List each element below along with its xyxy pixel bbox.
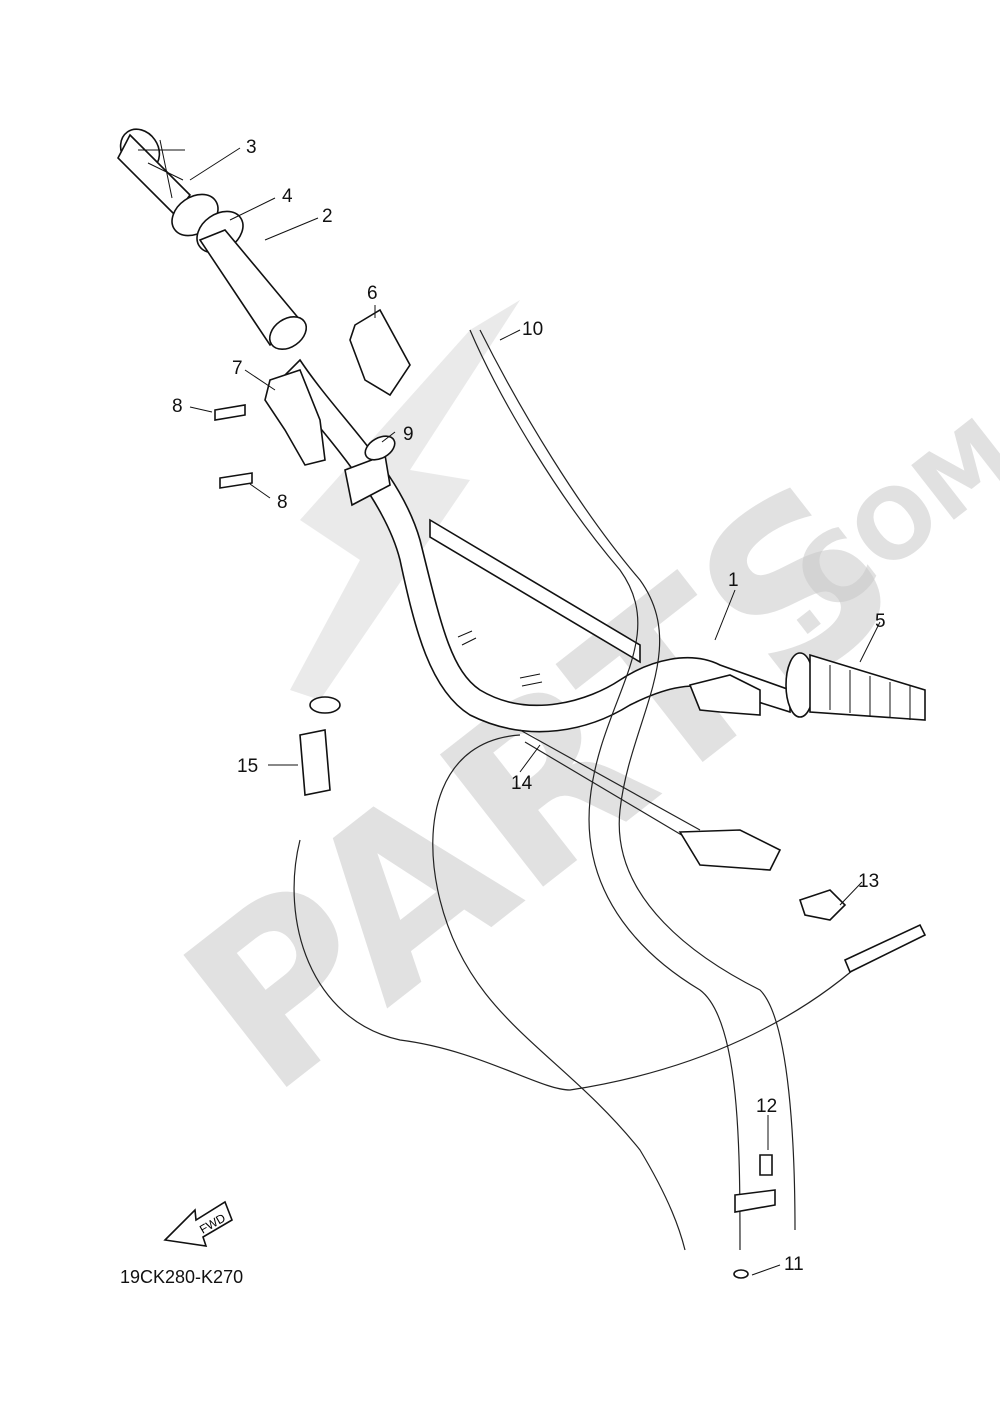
callout-8-upper: 8 — [172, 396, 183, 417]
callout-10: 10 — [522, 319, 543, 340]
callout-labels: 1 2 3 4 5 6 7 8 8 9 10 11 12 13 14 15 — [172, 137, 886, 1275]
callout-11: 11 — [784, 1254, 804, 1275]
callout-2: 2 — [322, 206, 333, 227]
diagram-code: 19CK280-K270 — [120, 1267, 243, 1287]
handlebar-clamps — [214, 308, 411, 507]
callout-4: 4 — [282, 186, 293, 207]
cables — [293, 329, 927, 1279]
fwd-arrow: FWD — [163, 1200, 233, 1247]
watermark-logo-mark — [290, 300, 520, 700]
leader-lines — [189, 147, 881, 1276]
callout-13: 13 — [858, 871, 879, 892]
left-grip-assembly — [117, 128, 308, 351]
callout-15: 15 — [237, 756, 258, 777]
callout-8-lower: 8 — [277, 492, 288, 513]
callout-6: 6 — [367, 283, 378, 304]
callout-1: 1 — [728, 570, 739, 591]
callout-5: 5 — [875, 611, 886, 632]
callout-3: 3 — [246, 137, 257, 158]
callout-9: 9 — [403, 424, 414, 445]
callout-12: 12 — [756, 1096, 777, 1117]
fwd-arrow-icon — [163, 1200, 233, 1247]
callout-7: 7 — [232, 358, 243, 379]
right-grip-assembly — [688, 652, 926, 721]
callout-14: 14 — [511, 773, 533, 794]
